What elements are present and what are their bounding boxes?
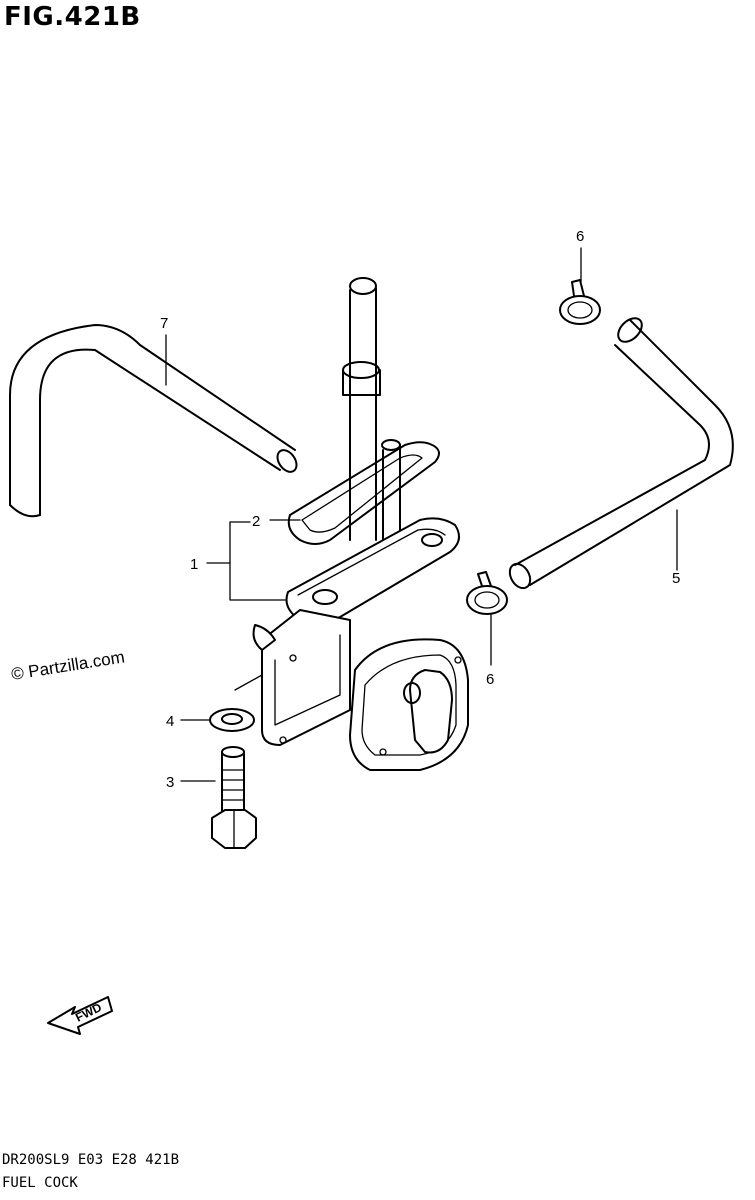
footer-model-code: DR200SL9 E03 E28 421B	[2, 1152, 180, 1168]
callout-4: 4	[166, 713, 174, 730]
hose-left-part-7	[9, 324, 298, 518]
washer-part-4	[209, 708, 255, 732]
footer-section-name: FUEL COCK	[2, 1175, 78, 1191]
callout-5: 5	[672, 570, 680, 587]
callout-7: 7	[160, 315, 168, 332]
hose-right-part-5	[508, 317, 734, 590]
clip-upper-part-6	[559, 279, 601, 325]
callout-2: 2	[252, 513, 260, 530]
callout-6-upper: 6	[576, 228, 584, 245]
bolt-part-3	[211, 746, 257, 849]
fwd-arrow-icon: FWD	[47, 996, 113, 1035]
callout-1: 1	[190, 556, 198, 573]
callout-leaders	[165, 247, 678, 782]
callout-3: 3	[166, 774, 174, 791]
fuel-cock-assembly-part-1	[252, 277, 469, 771]
clip-lower-part-6	[466, 571, 508, 615]
callout-6-lower: 6	[486, 671, 494, 688]
figure-title: FIG.421B	[4, 2, 141, 32]
gasket-part-2	[287, 441, 440, 545]
